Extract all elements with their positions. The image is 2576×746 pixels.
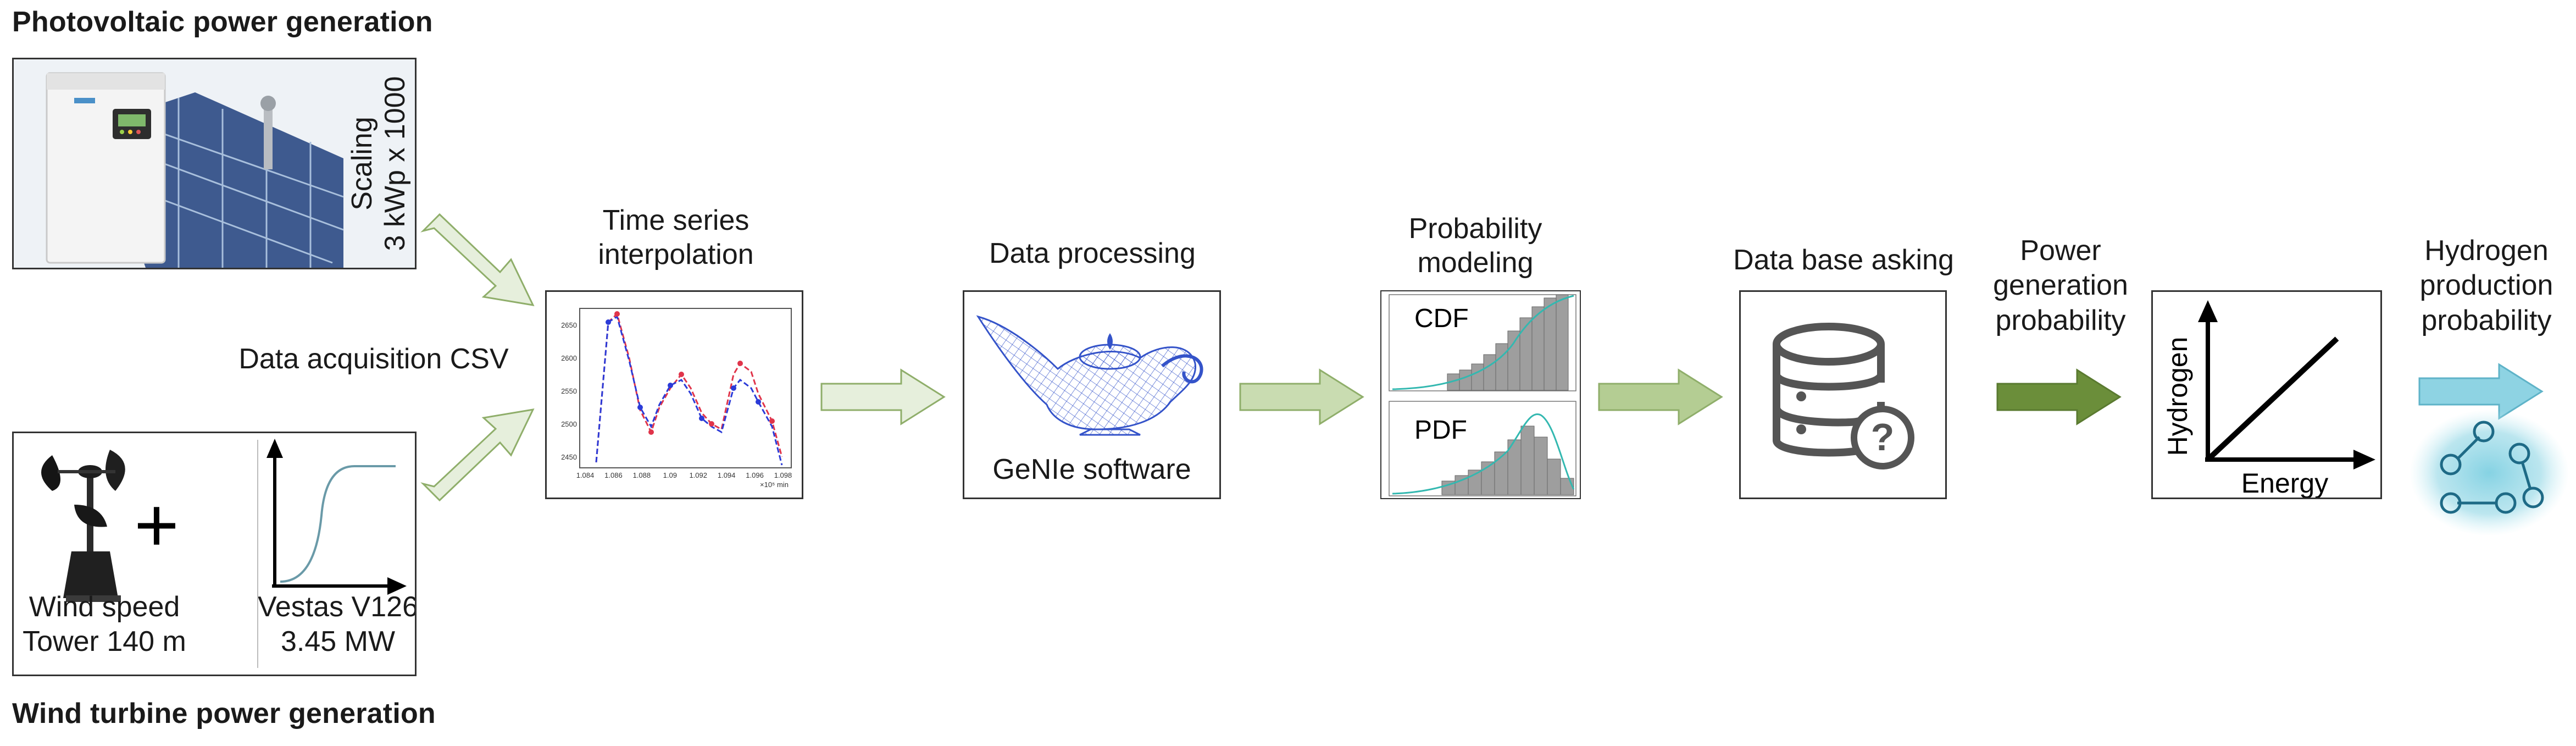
pv-to-interpolation-arrow bbox=[420, 213, 535, 306]
interp-x-tick: 1.096 bbox=[746, 471, 764, 479]
wind-divider bbox=[257, 440, 258, 668]
processing-title: Data processing bbox=[989, 237, 1196, 269]
cdf-label: CDF bbox=[1414, 304, 1469, 333]
interp-x-tick: 1.084 bbox=[576, 471, 595, 479]
hydrogen-y-label: Hydrogen bbox=[2162, 337, 2193, 456]
interp-y-tick: 2650 bbox=[561, 321, 577, 329]
wind-speed-label-line2: Tower 140 m bbox=[23, 626, 186, 658]
probability-to-database-arrow bbox=[1598, 368, 1723, 426]
power-curve-chart bbox=[267, 439, 407, 595]
processing-panel: GeNIe software bbox=[963, 290, 1221, 499]
hydrogen-energy-chart: Hydrogen Energy bbox=[2162, 300, 2375, 498]
interp-x-tick: 1.086 bbox=[604, 471, 623, 479]
probability-title-line1: Probability bbox=[1408, 213, 1542, 245]
interp-x-tick: 1.088 bbox=[633, 471, 651, 479]
pv-image-panel bbox=[12, 58, 417, 269]
hydrogen-prob-line3: probability bbox=[2421, 304, 2552, 336]
interpolation-title-line1: Time series bbox=[602, 205, 750, 236]
anemometer-icon bbox=[41, 450, 125, 602]
energy-x-label: Energy bbox=[2241, 468, 2328, 498]
turbine-label-line1: Vestas V126 bbox=[258, 591, 417, 623]
wind-illustration: + bbox=[41, 439, 407, 602]
turbine-label-line2: 3.45 MW bbox=[280, 626, 396, 658]
pv-scaling-label: Scaling 3 kWp x 1000 bbox=[346, 60, 415, 267]
probability-charts: CDF PDF bbox=[1389, 294, 1576, 496]
power-prob-line1: Power bbox=[2020, 235, 2101, 267]
interpolation-to-processing-arrow bbox=[820, 368, 946, 426]
pv-scaling-line1: Scaling bbox=[346, 117, 378, 211]
pv-heading: Photovoltaic power generation bbox=[12, 6, 433, 38]
interp-x-unit: ×10⁵ min bbox=[760, 480, 789, 489]
wind-panel: + Wind speed Tower 140 m Vestas V126 3.4… bbox=[12, 432, 417, 676]
interp-y-tick: 2450 bbox=[561, 453, 577, 461]
interp-x-tick: 1.098 bbox=[774, 471, 792, 479]
processing-to-probability-arrow bbox=[1239, 368, 1364, 426]
interp-y-tick: 2600 bbox=[561, 354, 577, 362]
interpolation-title-line2: interpolation bbox=[598, 239, 754, 271]
power-prob-line2: generation bbox=[1993, 269, 2128, 302]
probability-title-line2: modeling bbox=[1417, 247, 1534, 279]
interp-y-tick: 2550 bbox=[561, 387, 577, 395]
wind-heading: Wind turbine power generation bbox=[12, 698, 436, 730]
database-help-glyph: ? bbox=[1871, 416, 1895, 458]
hydrogen-prob-line2: production bbox=[2419, 269, 2553, 302]
processing-software: GeNIe software bbox=[992, 454, 1191, 485]
pv-illustration bbox=[14, 59, 415, 268]
acquisition-label: Data acquisition CSV bbox=[238, 343, 509, 375]
probability-panel: CDF PDF bbox=[1380, 290, 1581, 499]
wind-to-interpolation-arrow bbox=[420, 408, 535, 502]
database-panel: ? bbox=[1739, 290, 1947, 499]
hydrogen-prob-line1: Hydrogen bbox=[2424, 235, 2549, 267]
database-title: Data base asking bbox=[1733, 244, 1954, 276]
plus-sign: + bbox=[134, 482, 179, 568]
hydrogen-output-arrow bbox=[2418, 363, 2544, 420]
interp-y-tick: 2500 bbox=[561, 420, 577, 428]
hydrogen-energy-panel: Hydrogen Energy bbox=[2151, 290, 2382, 499]
wind-speed-label-line1: Wind speed bbox=[29, 591, 180, 623]
power-prob-line3: probability bbox=[1995, 304, 2126, 336]
interp-x-tick: 1.09 bbox=[663, 471, 677, 479]
interpolation-panel: 2650 2600 2550 2500 2450 1.084 1.086 1.088 1.09… bbox=[545, 290, 803, 499]
interpolation-chart: 2650 2600 2550 2500 2450 1.084 1.086 1.088 1.09… bbox=[561, 308, 792, 489]
database-icon: ? bbox=[1773, 323, 1914, 469]
genie-lamp-icon bbox=[976, 315, 1203, 436]
interp-x-tick: 1.094 bbox=[718, 471, 736, 479]
pdf-label: PDF bbox=[1414, 416, 1467, 445]
pv-scaling-line2: 3 kWp x 1000 bbox=[379, 76, 411, 251]
database-to-hydrogen-arrow bbox=[1996, 368, 2122, 426]
interp-blue-series bbox=[595, 315, 783, 466]
interp-x-tick: 1.092 bbox=[689, 471, 707, 479]
molecule-icon bbox=[2410, 410, 2569, 536]
